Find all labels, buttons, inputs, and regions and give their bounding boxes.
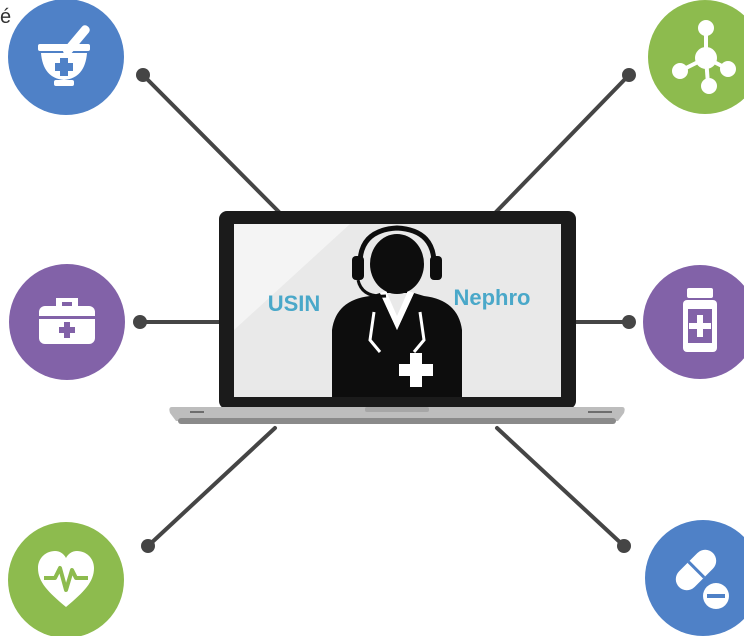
- laptop-base-shadow: [178, 418, 616, 424]
- usin-label: USIN: [268, 291, 321, 316]
- laptop-slot-right: [588, 411, 612, 413]
- heart-pulse-node: [8, 522, 124, 636]
- laptop: USIN Nephro: [169, 211, 625, 424]
- connector-line-top-right: [493, 73, 631, 215]
- medical-kit-icon: [39, 298, 95, 344]
- connector-line-bottom-right: [495, 426, 626, 548]
- medicine-bottle-node: [643, 265, 744, 379]
- nephro-label: Nephro: [454, 285, 531, 310]
- molecule-icon: [672, 20, 736, 94]
- medical-kit-node: [9, 264, 125, 380]
- connector-dot: [622, 315, 636, 329]
- connector-dots: [133, 68, 636, 553]
- laptop-notch: [365, 407, 429, 412]
- laptop-slot-left: [190, 411, 204, 413]
- connector-dot: [133, 315, 147, 329]
- pills-icon: [675, 549, 729, 609]
- connector-dot: [617, 539, 631, 553]
- laptop-base: [169, 407, 625, 421]
- doctor-headset-icon: [332, 225, 462, 397]
- molecule-node: [648, 0, 744, 114]
- connector-dot: [141, 539, 155, 553]
- medicine-bottle-icon: [683, 288, 717, 352]
- pills-node: [645, 520, 744, 636]
- connector-line-top-left: [141, 73, 282, 215]
- heart-pulse-icon: [38, 551, 94, 607]
- mortar-pestle-icon: [38, 25, 90, 86]
- mortar-pestle-node: [8, 0, 124, 115]
- connector-dot: [136, 68, 150, 82]
- corner-text: é: [0, 6, 12, 28]
- connector-dot: [622, 68, 636, 82]
- screen-shine: [234, 224, 350, 330]
- connector-lines: [138, 73, 631, 548]
- connector-line-bottom-left: [146, 426, 277, 548]
